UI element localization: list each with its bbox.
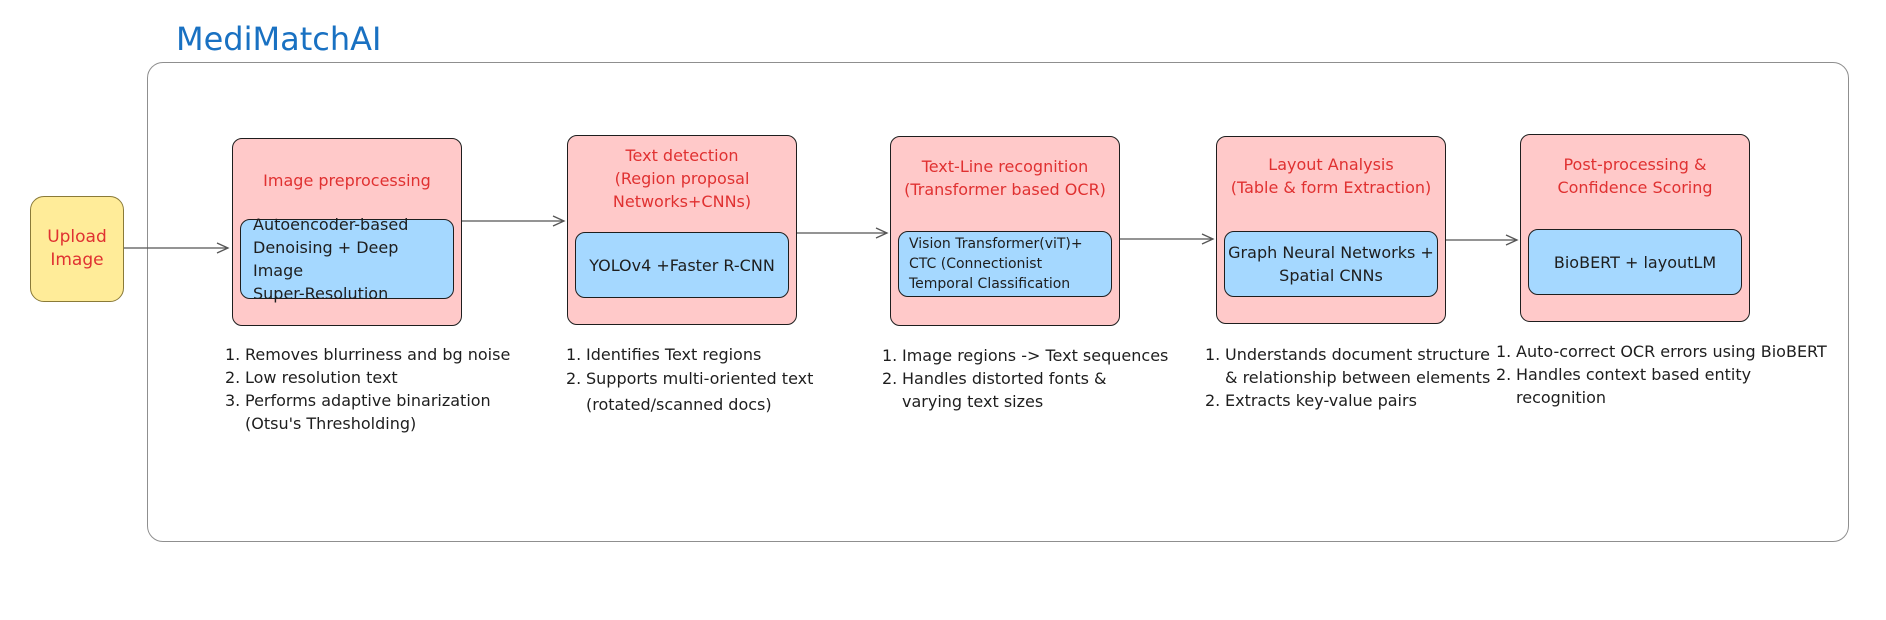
stage-method: BioBERT + layoutLM [1553,252,1717,272]
stage-title: Post-processing & Confidence Scoring [1557,155,1713,197]
note-item: 1.Image regions -> Text sequences [882,346,1169,365]
note-item: 1.Auto-correct OCR errors using BioBERT [1496,342,1827,361]
stage-method-box: YOLOv4 +Faster R-CNN [575,232,789,298]
note-item: 2.Extracts key-value pairs [1205,391,1417,410]
stage-text-detection: Text detection (Region proposal Networks… [567,135,797,325]
note-item: 1.Identifies Text regions [566,345,762,364]
stage-notes-image-preprocessing: 1.Removes blurriness and bg noise 2.Low … [225,343,525,435]
note-item: 2.Supports multi-oriented text (rotated/… [566,369,814,414]
stage-notes-text-line-recognition: 1.Image regions -> Text sequences 2.Hand… [882,344,1182,413]
stage-method-box: Autoencoder-based Denoising + Deep Image… [240,215,454,303]
note-item: 2.Handles context based entity recogniti… [1496,365,1752,407]
note-item: 2.Low resolution text [225,368,398,387]
stage-title: Text-Line recognition (Transformer based… [904,157,1106,199]
stage-method: YOLOv4 +Faster R-CNN [589,255,775,275]
stage-title: Layout Analysis (Table & form Extraction… [1230,155,1432,197]
stage-post-processing: Post-processing & Confidence Scoring Bio… [1520,134,1750,322]
upload-image-label: Upload Image [47,227,107,270]
upload-image-node[interactable]: Upload Image [30,196,124,302]
app-title: MediMatchAI [176,20,382,58]
note-item: 1.Understands document structure & relat… [1205,345,1491,387]
stage-notes-text-detection: 1.Identifies Text regions 2.Supports mul… [566,343,846,418]
note-item: 2.Handles distorted fonts & varying text… [882,369,1107,411]
stage-layout-analysis: Layout Analysis (Table & form Extraction… [1216,136,1446,324]
stage-title: Image preprocessing [263,171,431,190]
stage-title: Text detection (Region proposal Networks… [612,146,752,211]
stage-method: Graph Neural Networks + Spatial CNNs [1228,243,1434,285]
stage-notes-post-processing: 1.Auto-correct OCR errors using BioBERT … [1496,340,1836,409]
note-item: 1.Removes blurriness and bg noise [225,345,511,364]
note-item: 3.Performs adaptive binarization (Otsu's… [225,391,491,433]
pipeline-frame [147,62,1849,542]
stage-text-line-recognition: Text-Line recognition (Transformer based… [890,136,1120,326]
stage-method-box: Graph Neural Networks + Spatial CNNs [1224,231,1438,297]
stage-notes-layout-analysis: 1.Understands document structure & relat… [1205,343,1525,412]
stage-method: Vision Transformer(viT)+ CTC (Connection… [909,236,1083,292]
stage-image-preprocessing: Image preprocessing Autoencoder-based De… [232,138,462,326]
stage-method-box: Vision Transformer(viT)+ CTC (Connection… [898,231,1112,297]
stage-method-box: BioBERT + layoutLM [1528,229,1742,295]
stage-method: Autoencoder-based Denoising + Deep Image… [253,215,409,303]
